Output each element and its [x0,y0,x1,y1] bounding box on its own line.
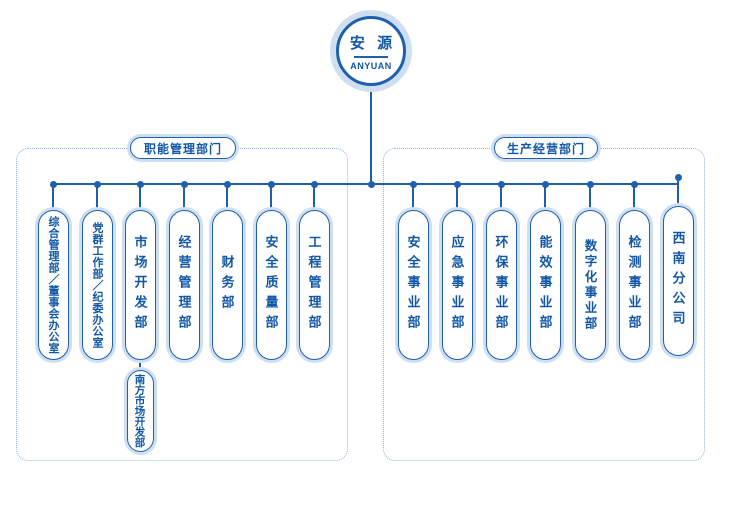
connector-dot [630,180,638,188]
org-root-node: 安 源 ANYUAN [336,16,406,86]
dept-node: 西南分公司 [662,206,694,356]
org-name-en: ANYUAN [350,60,392,71]
connector-drop [500,184,502,211]
group-label-functional: 职能管理部门 [130,137,236,159]
connector-drop [633,184,635,211]
connector-dot [497,180,505,188]
org-name-cn: 安 源 [349,34,397,52]
connector-drop [589,184,591,211]
connector-drop [270,184,272,211]
dept-node: 综合管理部／董事会办公室 [37,210,69,360]
connector-dot [409,180,417,188]
dept-node: 市场开发部 [124,210,156,360]
connector-dot [93,180,101,188]
root-divider [354,55,388,58]
group-label-production: 生产经营部门 [494,137,598,159]
connector-dot [586,180,594,188]
dept-node: 财务部 [211,210,243,360]
connector-dot [453,180,461,188]
dept-node: 安全质量部 [255,210,287,360]
connector-dot [310,180,318,188]
connector-drop [456,184,458,211]
connector-dot [180,180,188,188]
connector-drop [313,184,315,211]
connector-drop [412,184,414,211]
connector-drop [226,184,228,211]
connector-dot [223,180,231,188]
connector-drop [183,184,185,211]
dept-node: 能效事业部 [529,210,561,360]
dept-node: 检测事业部 [618,210,650,360]
dept-node: 党群工作部／纪委办公室 [81,210,113,360]
connector-dot [674,173,682,181]
dept-node: 环保事业部 [485,210,517,360]
connector-drop [52,184,54,211]
dept-node: 安全事业部 [397,210,429,360]
connector-dot-trunk [367,180,375,188]
connector-trunk [369,92,372,184]
connector-drop [544,184,546,211]
connector-dot [267,180,275,188]
connector-dot [136,180,144,188]
connector-drop [676,177,680,206]
connector-dot [541,180,549,188]
dept-node: 应急事业部 [441,210,473,360]
dept-node: 工程管理部 [298,210,330,360]
connector-dot [49,180,57,188]
dept-node: 数字化事业部 [574,210,606,360]
sub-dept-node: 南方市场开发部 [126,370,154,452]
connector-drop [96,184,98,211]
dept-node: 经营管理部 [168,210,200,360]
connector-drop-sub [138,359,142,371]
connector-drop [139,184,141,211]
connector-horizontal [53,183,678,185]
